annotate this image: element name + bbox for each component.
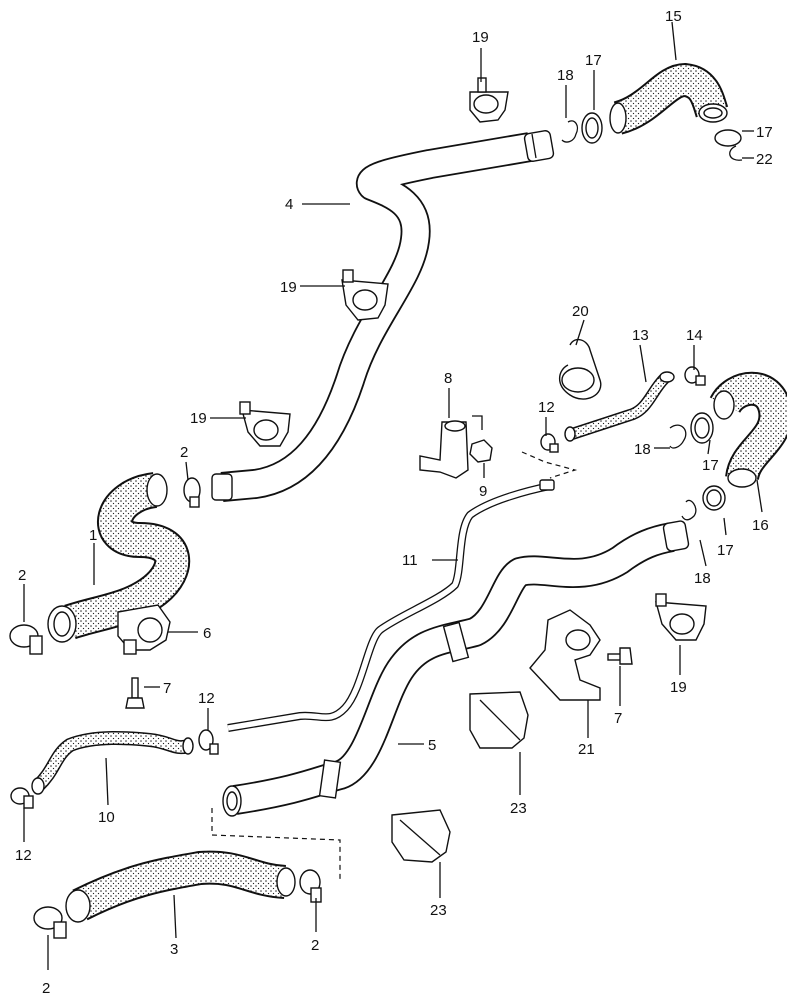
holder-19-mid [341,269,389,321]
holder-19-right [655,593,707,641]
callout-4: 4 [285,196,293,213]
callout-2: 2 [180,444,188,461]
callout-20: 20 [572,303,589,320]
clamp-12-mid [198,729,219,755]
callout-2: 2 [42,980,50,997]
callout-23: 23 [430,902,447,919]
callout-6: 6 [203,625,211,642]
callout-21: 21 [578,741,595,758]
bolt-7-right [607,647,633,665]
callout-11: 11 [402,552,418,569]
callout-15: 15 [665,8,682,25]
callout-12: 12 [15,847,32,864]
callout-16: 16 [752,517,769,534]
callout-22: 22 [756,151,773,168]
clamp-14 [684,366,706,386]
callout-19: 19 [280,279,297,296]
pipe-4 [211,130,555,502]
holder-19-low [239,401,291,447]
nut-9 [469,439,493,463]
callout-7: 7 [163,680,171,697]
clamp-2-upper [183,477,201,508]
bracket-8 [419,415,483,479]
callout-23: 23 [510,800,527,817]
callout-18: 18 [634,441,651,458]
callout-2: 2 [311,937,319,954]
holder-19-top [469,77,509,123]
hose-3 [65,850,296,923]
callout-12: 12 [538,399,555,416]
clamp-2-left [9,624,43,655]
holder-23-upper [469,691,529,749]
hose-10 [31,731,194,795]
callout-19: 19 [190,410,207,427]
hose-13 [564,371,675,442]
callout-1: 1 [89,527,97,544]
callout-18: 18 [694,570,711,587]
reference-lines [211,451,578,880]
hose-1 [47,472,191,643]
clamp-2-lower-right [299,869,322,903]
seal-rings [561,112,743,521]
callout-17: 17 [585,52,602,69]
callout-5: 5 [428,737,436,754]
callout-9: 9 [479,483,487,500]
pipe-11 [227,479,555,732]
holder-23-lower [391,809,451,863]
callout-3: 3 [170,941,178,958]
callout-8: 8 [444,370,452,387]
clamp-12-left [10,787,34,809]
callout-18: 18 [557,67,574,84]
clamp-12-right [540,433,559,453]
holder-6 [117,604,171,655]
callout-17: 17 [702,457,719,474]
callout-7: 7 [614,710,622,727]
clip-20 [558,338,602,400]
clamp-2-lower-left [33,906,67,939]
callout-19: 19 [472,29,489,46]
callout-12: 12 [198,690,215,707]
callout-14: 14 [686,327,703,344]
bolt-7-left [125,677,145,709]
callout-17: 17 [717,542,734,559]
callout-10: 10 [98,809,115,826]
callout-17: 17 [756,124,773,141]
bracket-21 [529,609,601,701]
callout-2: 2 [18,567,26,584]
hose-16 [709,371,787,488]
hose-15 [609,62,729,135]
callout-13: 13 [632,327,649,344]
callout-19: 19 [670,679,687,696]
callout-labels: 15 19 18 17 17 22 4 19 20 13 14 8 19 12 … [15,8,773,997]
pipe-5 [222,520,690,817]
leader-lines [23,21,763,970]
